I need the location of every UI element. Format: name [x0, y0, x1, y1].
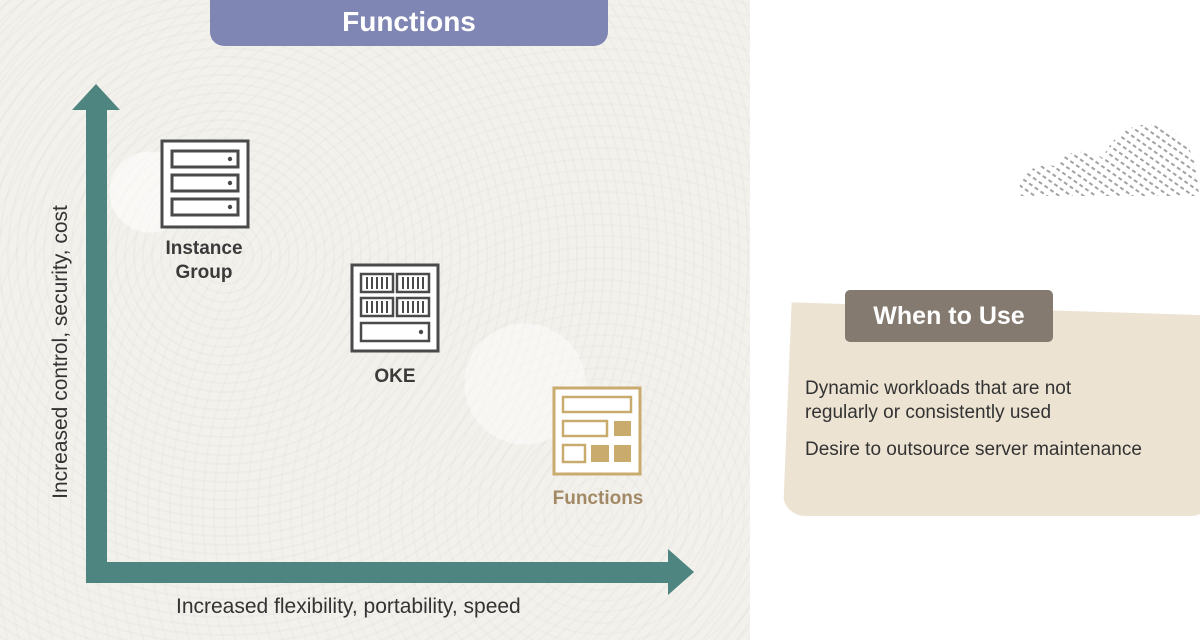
axes-graphic — [72, 84, 694, 595]
y-axis-label: Increased control, security, cost — [49, 205, 72, 499]
x-axis-label: Increased flexibility, portability, spee… — [176, 595, 521, 618]
y-axis-line — [86, 108, 107, 583]
x-axis-line — [86, 562, 670, 583]
when-to-use-item: Desire to outsource server maintenance — [805, 439, 1142, 460]
when-to-use-heading: When to Use — [845, 290, 1053, 342]
functions-grid-icon — [552, 386, 642, 476]
cloud-icon — [1019, 124, 1199, 196]
x-axis-arrowhead — [668, 549, 694, 595]
instance-group-label: Instance Group — [165, 238, 243, 283]
y-axis-arrowhead — [72, 84, 120, 110]
kubernetes-cluster-icon — [350, 263, 440, 353]
server-rack-icon — [160, 139, 250, 229]
when-to-use-item: Dynamic workloads that are not regularly… — [805, 378, 1072, 423]
page-title: Functions — [210, 0, 608, 46]
oke-label: OKE — [374, 366, 416, 387]
functions-label: Functions — [552, 488, 644, 509]
